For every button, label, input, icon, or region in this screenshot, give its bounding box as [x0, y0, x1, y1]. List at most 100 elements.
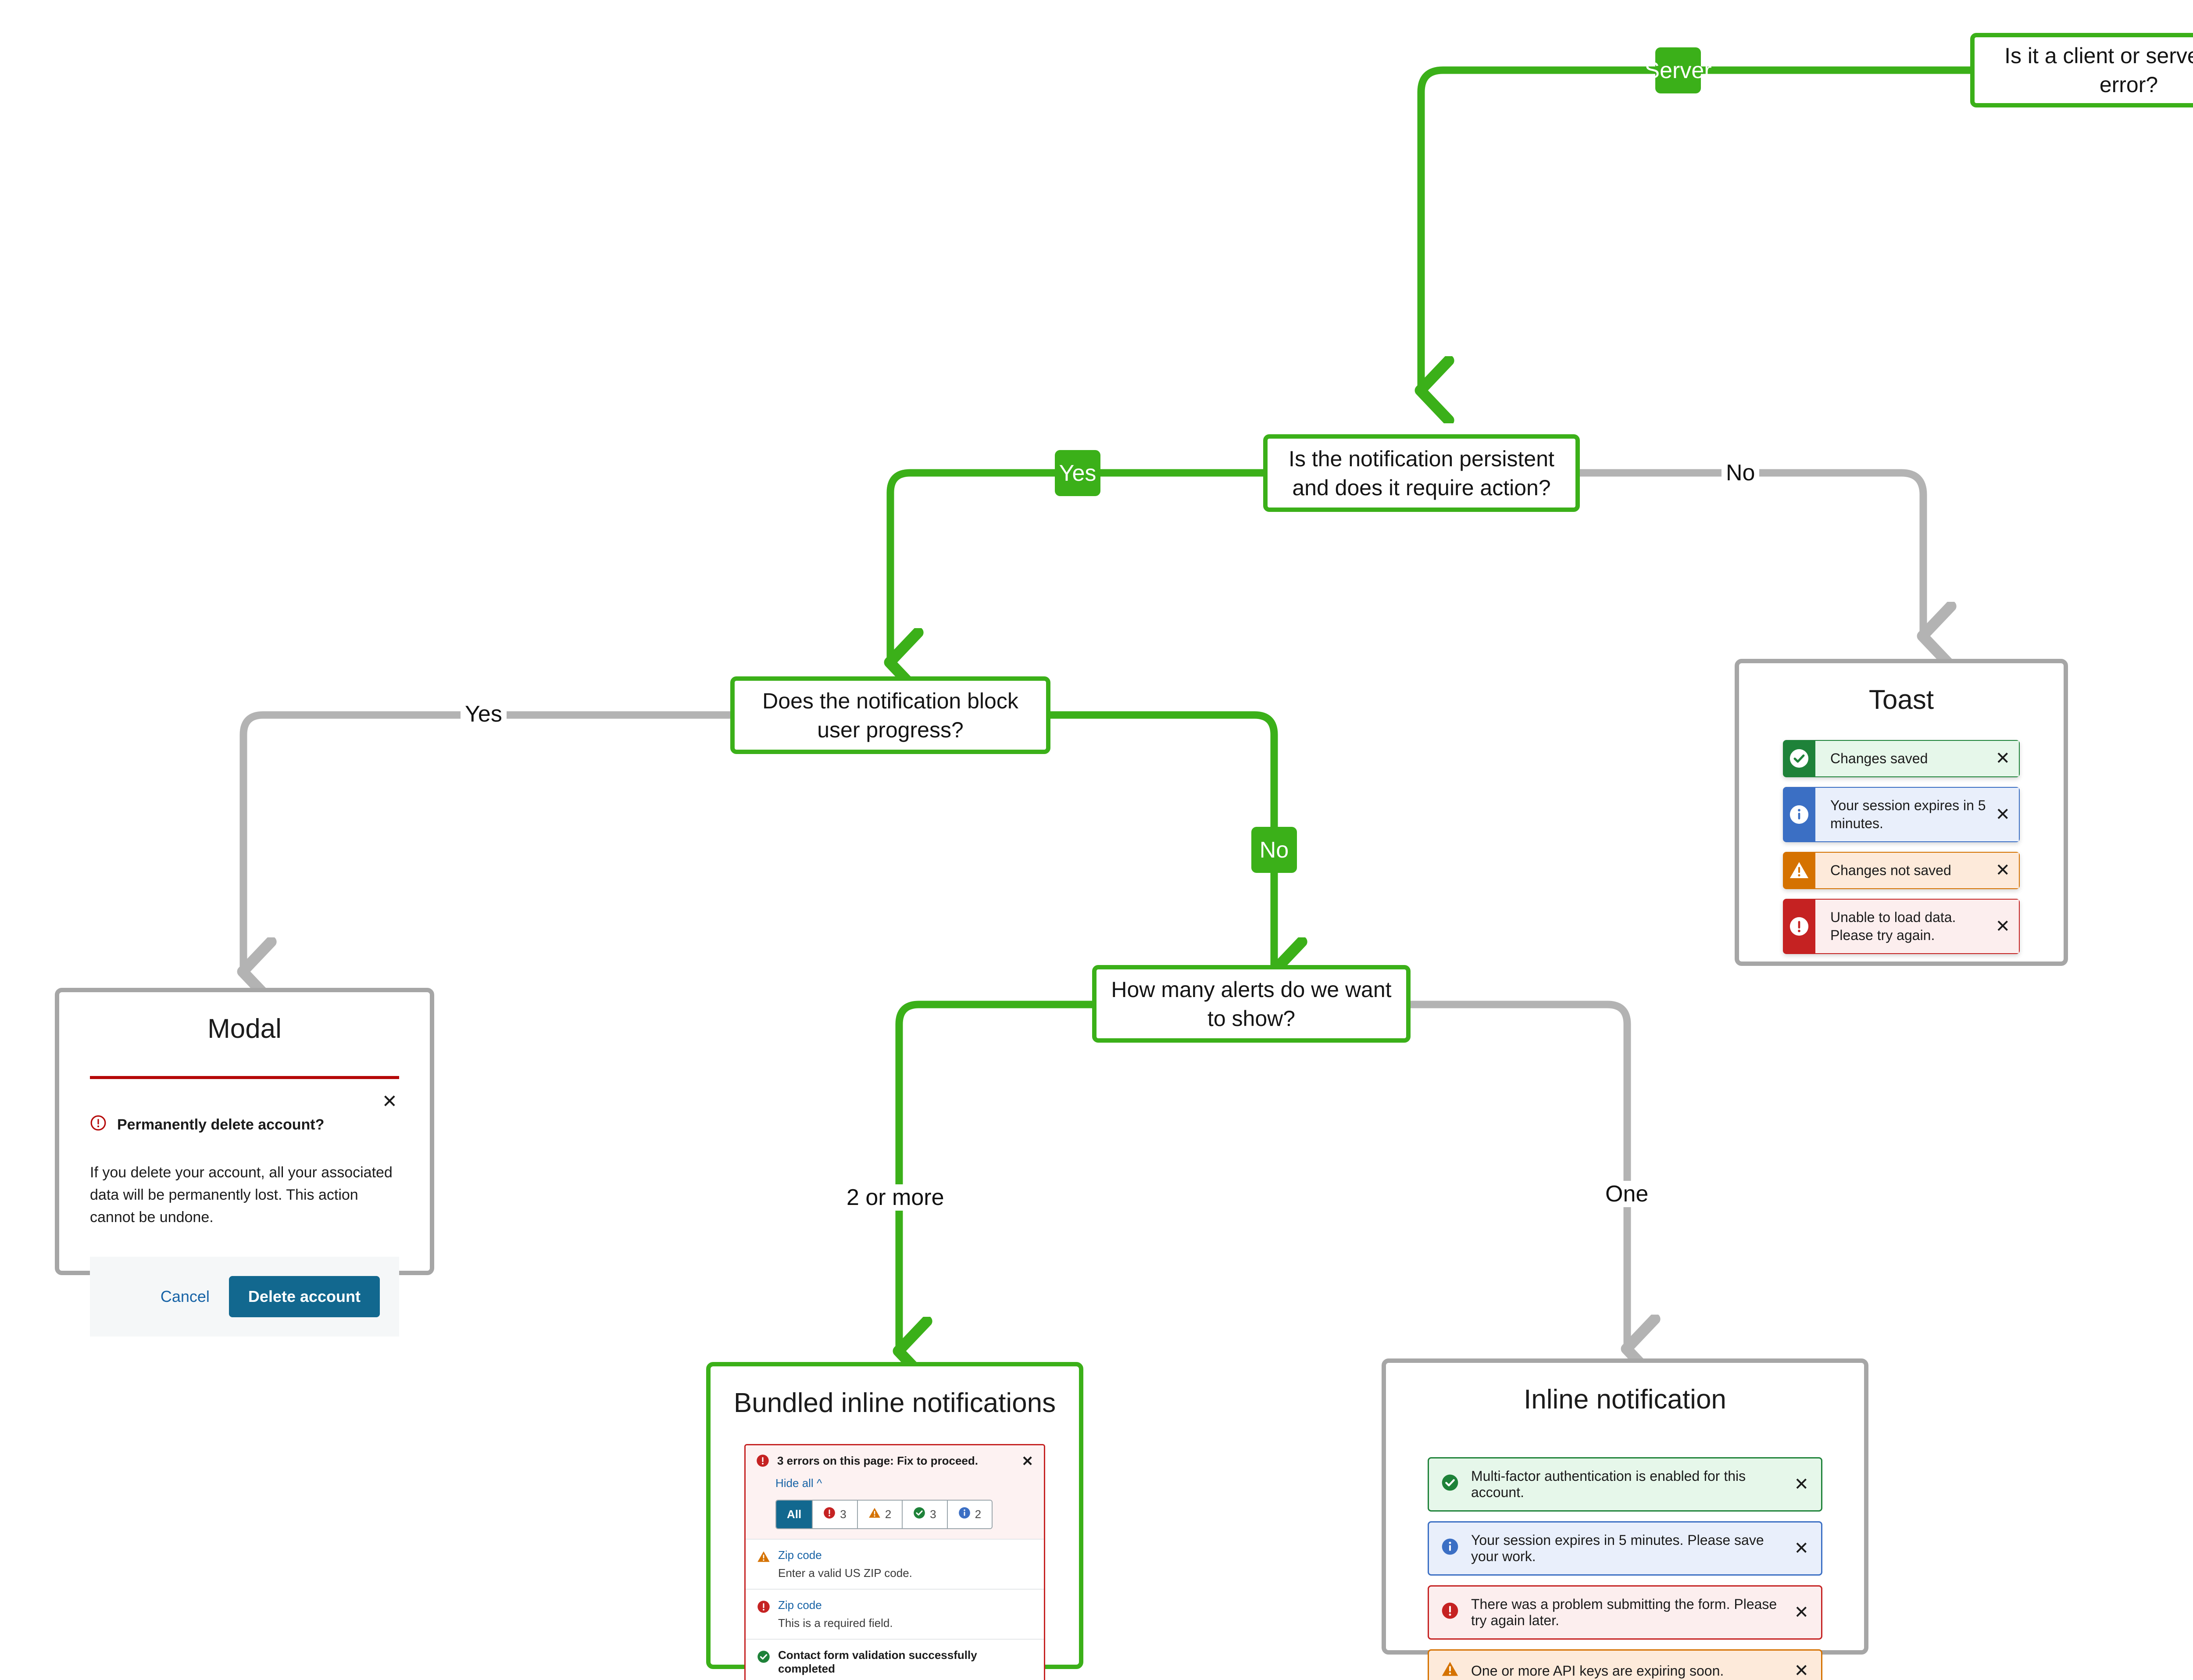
toast-item: Your session expires in 5 minutes. ✕ [1783, 786, 2020, 842]
bundled-row-title: Contact form validation successfully com… [778, 1648, 977, 1675]
bundled-tab-label: 3 [840, 1508, 846, 1521]
modal-body-text: If you delete your account, all your ass… [90, 1164, 393, 1226]
inline-notification-text: Your session expires in 5 minutes. Pleas… [1471, 1532, 1764, 1564]
node-label: Is the notification persistent and does … [1289, 446, 1554, 500]
edge-label-yes-block: Yes [461, 701, 507, 727]
inline-notification-text: Multi-factor authentication is enabled f… [1471, 1468, 1746, 1500]
edge-one [1406, 1001, 1627, 1349]
toast-item: Changes saved ✕ [1783, 740, 2020, 777]
node-label: Does the notification block user progres… [762, 688, 1018, 742]
bundled-row-description: Enter a valid US ZIP code. [778, 1566, 912, 1580]
inline-notification-item: Multi-factor authentication is enabled f… [1428, 1457, 1822, 1512]
edge-no-block [1046, 711, 1274, 972]
toast-text: Your session expires in 5 minutes. [1830, 797, 1986, 831]
warning-triangle-icon [868, 1507, 881, 1522]
info-circle-icon [1783, 786, 1815, 842]
hide-all-label: Hide all [775, 1476, 814, 1490]
delete-account-button[interactable]: Delete account [229, 1276, 380, 1317]
node-how-many-alerts[interactable]: How many alerts do we want to show? [1092, 965, 1411, 1043]
inline-notification-list: Multi-factor authentication is enabled f… [1428, 1457, 1822, 1680]
panel-modal: Modal ✕ Permanently delete account? If y… [55, 988, 434, 1337]
toast-close-button[interactable]: ✕ [1995, 804, 2010, 824]
info-circle-icon [1441, 1538, 1459, 1559]
node-block-progress[interactable]: Does the notification block user progres… [730, 676, 1050, 754]
inline-notification-text: One or more API keys are expiring soon. [1471, 1662, 1724, 1679]
bundled-tab-check-circle[interactable]: 3 [903, 1501, 948, 1528]
bundled-tab-info-circle[interactable]: 2 [947, 1501, 992, 1528]
bundled-row-title[interactable]: Zip code [778, 1598, 822, 1612]
error-circle-icon [1783, 898, 1815, 954]
toast-list: Changes saved ✕ Your session expires in 5… [1783, 740, 2020, 954]
bundled-summary: 3 errors on this page: Fix to proceed. ✕ [756, 1454, 1033, 1470]
toast-close-button[interactable]: ✕ [1995, 861, 2010, 880]
panel-title: Modal [207, 1014, 282, 1044]
edge-yes-block [243, 711, 734, 972]
inline-notification-close-button[interactable]: ✕ [1794, 1661, 1809, 1680]
bundled-tab-label: 3 [930, 1508, 936, 1521]
error-circle-icon [756, 1454, 769, 1470]
inline-notification-item: Your session expires in 5 minutes. Pleas… [1428, 1521, 1822, 1576]
modal-footer: Cancel Delete account [90, 1257, 399, 1337]
edge-yes-persistent [890, 469, 1267, 662]
bundled-notification: 3 errors on this page: Fix to proceed. ✕… [744, 1444, 1045, 1680]
bundled-row-description: This is a required field. [778, 1616, 893, 1630]
bundled-header: 3 errors on this page: Fix to proceed. ✕… [746, 1445, 1044, 1539]
badge-text: Server [1644, 57, 1712, 83]
edge-label-yes-persistent: Yes [1055, 450, 1100, 496]
inline-notification-close-button[interactable]: ✕ [1794, 1475, 1809, 1494]
toast-close-button[interactable]: ✕ [1995, 916, 2010, 936]
cancel-button[interactable]: Cancel [160, 1287, 210, 1305]
edge-server [1421, 66, 1974, 390]
bundled-tab-warning-triangle[interactable]: 2 [857, 1501, 903, 1528]
toast-item: Changes not saved ✕ [1783, 851, 2020, 889]
check-circle-icon [1783, 740, 1815, 777]
node-persistent[interactable]: Is the notification persistent and does … [1263, 434, 1580, 512]
panel-toast: Toast Changes saved ✕ Your session expire… [1735, 659, 2068, 966]
toast-text: Unable to load data. Please try again. [1830, 909, 1956, 943]
bundled-row: Contact form validation successfully com… [746, 1639, 1044, 1680]
bundled-tab-all[interactable]: All [776, 1501, 813, 1528]
warning-triangle-icon [1441, 1660, 1459, 1680]
toast-close-button[interactable]: ✕ [1995, 749, 2010, 769]
edge-label-no-persistent: No [1722, 460, 1760, 486]
toast-text: Changes not saved [1830, 862, 1951, 878]
toast-item: Unable to load data. Please try again. ✕ [1783, 898, 2020, 954]
edge-two-or-more [899, 1001, 1096, 1351]
check-circle-icon [913, 1507, 925, 1522]
inline-notification-item: There was a problem submitting the form.… [1428, 1585, 1822, 1640]
edge-label-no-block: No [1251, 827, 1297, 873]
modal-heading: Permanently delete account? [59, 1112, 430, 1135]
edge-label-two-or-more: 2 or more [842, 1184, 949, 1211]
bundled-tab-error-circle[interactable]: 3 [813, 1501, 858, 1528]
info-circle-icon [958, 1507, 971, 1522]
edge-label-one: One [1601, 1181, 1653, 1207]
error-circle-icon [1441, 1602, 1459, 1623]
modal-close-button[interactable]: ✕ [382, 1091, 397, 1112]
error-circle-outline-icon [90, 1115, 107, 1135]
panel-title: Toast [1868, 685, 1934, 715]
error-circle-icon [823, 1507, 836, 1522]
panel-title: Bundled inline notifications [733, 1388, 1056, 1418]
error-circle-icon [757, 1598, 770, 1630]
badge-text: No [1259, 837, 1289, 863]
bundled-close-button[interactable]: ✕ [1021, 1453, 1033, 1469]
check-circle-icon [1441, 1474, 1459, 1495]
hide-all-toggle[interactable]: Hide all ^ [775, 1476, 1033, 1490]
bundled-tab-label: All [787, 1508, 802, 1521]
warning-triangle-icon [757, 1548, 770, 1580]
inline-notification-close-button[interactable]: ✕ [1794, 1539, 1809, 1558]
inline-notification-item: One or more API keys are expiring soon. ✕ [1428, 1649, 1822, 1680]
toast-text: Changes saved [1830, 751, 1928, 766]
bundled-row-title[interactable]: Zip code [778, 1548, 822, 1562]
edge-label-server: Server [1644, 47, 1712, 93]
inline-notification-close-button[interactable]: ✕ [1794, 1603, 1809, 1622]
modal-heading-text: Permanently delete account? [117, 1116, 325, 1133]
bundled-filter-tabs[interactable]: All 3 2 3 2 [775, 1500, 993, 1529]
node-label: How many alerts do we want to show? [1111, 977, 1392, 1031]
inline-notification-text: There was a problem submitting the form.… [1471, 1596, 1777, 1628]
